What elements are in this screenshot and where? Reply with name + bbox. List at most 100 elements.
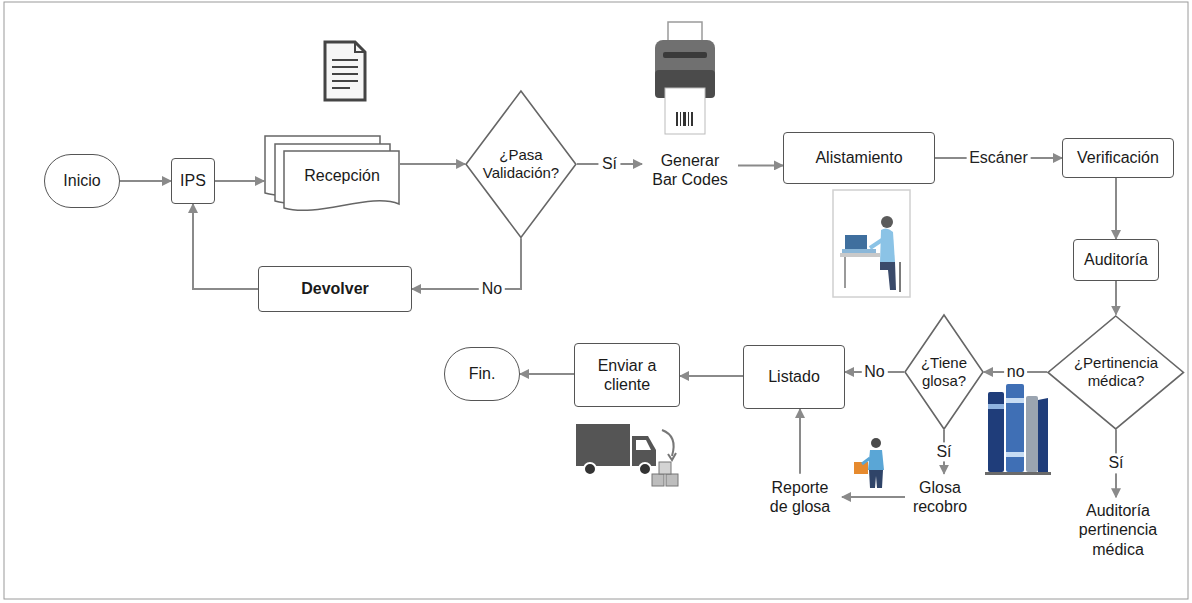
worker-with-box-icon bbox=[854, 438, 884, 488]
edge-label: Sí bbox=[1105, 454, 1126, 473]
worker-at-desk-icon-part bbox=[899, 262, 901, 292]
node-text-group: Glosa recobro bbox=[909, 478, 971, 516]
process-label: Reporte de glosa bbox=[758, 474, 842, 520]
node-text-group: Enviar a cliente bbox=[582, 356, 672, 394]
node-text-group: Reporte de glosa bbox=[762, 478, 838, 516]
worker-at-desk-icon-part bbox=[870, 240, 882, 248]
delivery-truck-icon bbox=[576, 424, 678, 486]
worker-at-desk-icon-part bbox=[833, 190, 910, 297]
delivery-truck-icon-part bbox=[576, 424, 630, 466]
document-sheet bbox=[284, 151, 399, 210]
connector-arrow bbox=[215, 180, 264, 182]
delivery-truck-icon-part bbox=[652, 474, 664, 486]
process-box: Auditoría bbox=[1073, 239, 1159, 281]
terminator-pill: Fin. bbox=[444, 347, 520, 401]
connector-arrow bbox=[400, 163, 465, 165]
node-text: Fin. bbox=[452, 364, 512, 383]
books-icon-part bbox=[1026, 396, 1038, 472]
node-text-group: Auditoría bbox=[1081, 250, 1151, 269]
delivery-truck-icon-part bbox=[666, 474, 678, 486]
document-icon-part bbox=[332, 87, 350, 89]
node-text: Auditoría bbox=[1081, 250, 1151, 269]
worker-with-box-icon-part bbox=[854, 462, 868, 474]
connector-arrow bbox=[520, 373, 574, 375]
node-text: ¿Pasa Validación? bbox=[478, 146, 564, 182]
printer-icon-part bbox=[688, 112, 689, 126]
worker-at-desk-icon-part bbox=[881, 216, 893, 228]
decision-diamond: ¿Pasa Validación? bbox=[465, 90, 577, 238]
connector-arrow bbox=[120, 180, 171, 182]
worker-at-desk-icon-part bbox=[840, 253, 880, 257]
node-text-group: Alistamiento bbox=[791, 148, 927, 167]
node-text: Alistamiento bbox=[791, 148, 927, 167]
edge-label: No bbox=[861, 362, 887, 381]
terminator-pill: Inicio bbox=[44, 154, 120, 208]
outer-frame bbox=[4, 2, 1188, 599]
delivery-truck-icon-part bbox=[668, 453, 676, 460]
node-text: Recepción bbox=[292, 166, 392, 185]
decision-diamond: ¿Pertinencia médica? bbox=[1047, 315, 1184, 430]
document-stack: Recepción bbox=[264, 135, 400, 213]
node-text-group: Listado bbox=[751, 367, 837, 386]
process-box: Devolver bbox=[258, 266, 412, 312]
document-icon-part bbox=[325, 42, 365, 100]
node-text-group: Fin. bbox=[452, 364, 512, 383]
node-text: Auditoría pertinencia médica bbox=[1070, 501, 1166, 559]
edge-label: Escáner bbox=[966, 148, 1031, 167]
delivery-truck-icon-part bbox=[632, 436, 656, 466]
worker-at-desk-icon-part bbox=[880, 228, 895, 262]
node-text-group: ¿Pasa Validación? bbox=[478, 146, 564, 182]
books-icon-part bbox=[988, 392, 1004, 472]
worker-with-box-icon-part bbox=[868, 450, 884, 470]
connector-arrow bbox=[842, 496, 905, 498]
node-text-group: ¿Pertinencia médica? bbox=[1070, 354, 1162, 390]
worker-at-desk-icon-part bbox=[880, 262, 896, 290]
node-text: Glosa recobro bbox=[909, 478, 971, 516]
document-icon-part bbox=[332, 80, 358, 82]
document-icon bbox=[325, 42, 365, 100]
document-icon-part bbox=[332, 66, 358, 68]
edge-label: no bbox=[1004, 362, 1028, 381]
delivery-truck-icon-part bbox=[659, 462, 671, 474]
edge-label: Sí bbox=[599, 154, 620, 173]
edge-label: No bbox=[479, 279, 505, 298]
books-icon bbox=[985, 384, 1051, 475]
process-box: Alistamiento bbox=[783, 132, 935, 184]
books-icon-part bbox=[1006, 398, 1024, 403]
edge-label: Sí bbox=[933, 442, 954, 461]
node-text: Generar Bar Codes bbox=[646, 151, 734, 189]
books-icon-part bbox=[1038, 398, 1048, 472]
delivery-truck-icon-part bbox=[636, 440, 651, 450]
worker-at-desk-icon bbox=[833, 190, 910, 297]
process-box: Enviar a cliente bbox=[574, 343, 680, 407]
process-label: Generar Bar Codes bbox=[642, 147, 738, 193]
node-text: ¿Tiene glosa? bbox=[916, 354, 972, 390]
document-icon-part bbox=[332, 59, 358, 61]
worker-with-box-icon-part bbox=[869, 470, 883, 488]
process-box: Listado bbox=[743, 345, 845, 409]
books-icon-part bbox=[1006, 452, 1024, 457]
decision-diamond: ¿Tiene glosa? bbox=[904, 314, 984, 430]
books-icon-part bbox=[988, 404, 1004, 409]
node-text: Listado bbox=[751, 367, 837, 386]
node-text: Enviar a cliente bbox=[582, 356, 672, 394]
connector-arrow bbox=[738, 164, 783, 166]
printer-icon-part bbox=[663, 52, 707, 58]
worker-with-box-icon-part bbox=[871, 438, 881, 448]
printer-icon-part bbox=[665, 88, 705, 134]
worker-with-box-icon-part bbox=[862, 458, 870, 464]
printer-icon bbox=[655, 22, 715, 134]
document-icon-part bbox=[332, 73, 358, 75]
node-text: Verificación bbox=[1070, 148, 1166, 167]
document-icon-part bbox=[355, 42, 365, 52]
worker-at-desk-icon-part bbox=[845, 235, 867, 249]
connector-arrow bbox=[1115, 281, 1117, 315]
delivery-truck-icon-part bbox=[584, 463, 596, 475]
node-text-group: Inicio bbox=[52, 171, 112, 190]
node-text-group: Generar Bar Codes bbox=[646, 151, 734, 189]
process-box: IPS bbox=[171, 158, 215, 204]
printer-icon-part bbox=[680, 112, 681, 126]
